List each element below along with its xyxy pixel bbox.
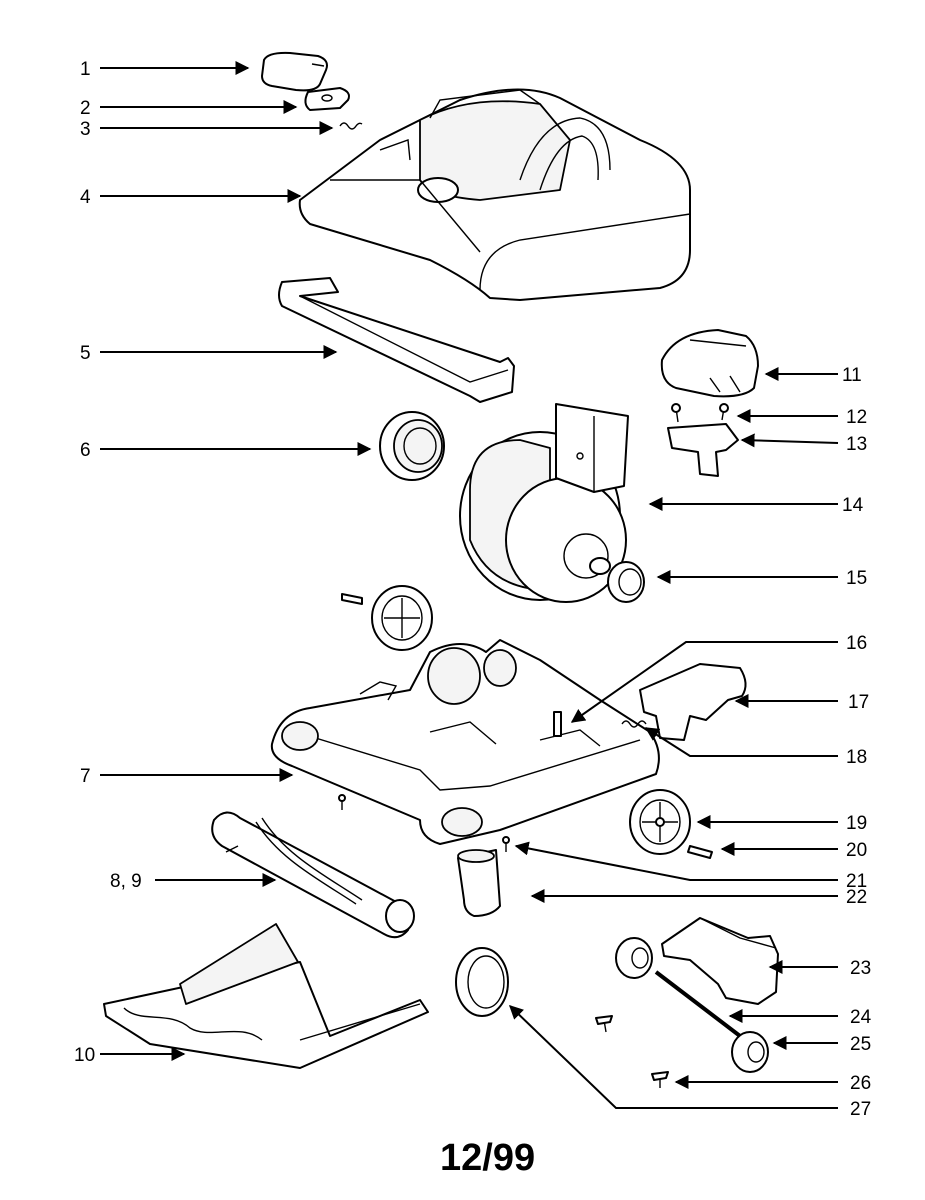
part-26-screws (595, 1015, 669, 1088)
part-12-screws (671, 403, 729, 423)
callout-26: 26 (850, 1073, 871, 1094)
part-10-bottom-plate (103, 923, 429, 1069)
part-6-ring (379, 411, 445, 481)
part-27-belt (455, 947, 509, 1017)
callout-20: 20 (846, 840, 867, 861)
part-3-clip (339, 122, 363, 130)
part-4-hood (298, 88, 691, 301)
callout-21: 21 (846, 871, 867, 892)
part-17-pedal (639, 663, 747, 741)
callout-13: 13 (846, 434, 867, 455)
callout-6: 6 (80, 440, 91, 461)
callout-15: 15 (846, 568, 867, 589)
part-14-motor (459, 403, 629, 603)
part-24-shaft (654, 970, 742, 1038)
callout-5: 5 (80, 343, 91, 364)
callout-22: 22 (846, 887, 867, 908)
part-11-housing (660, 329, 759, 398)
part-13-latch (667, 423, 739, 477)
callout-8-9: 8, 9 (110, 871, 142, 892)
part-25-rollers (615, 937, 769, 1073)
callout-23: 23 (850, 958, 871, 979)
part-5-bumper (278, 277, 515, 403)
callout-14: 14 (842, 495, 864, 516)
callout-4: 4 (80, 187, 91, 208)
callout-12: 12 (846, 407, 867, 428)
callout-24: 24 (850, 1007, 872, 1028)
callout-10: 10 (74, 1045, 95, 1066)
part-16-pin (553, 711, 562, 737)
callout-7: 7 (80, 766, 91, 787)
callout-1: 1 (80, 59, 91, 80)
part-22-duct (457, 849, 501, 917)
part-8-9-brushroll (211, 811, 415, 939)
callout-19: 19 (846, 813, 867, 834)
callout-17: 17 (848, 692, 869, 713)
part-15-ring (607, 561, 645, 603)
callout-labels: 1 2 3 4 5 6 7 8, 9 10 11 12 13 14 15 16 … (74, 59, 872, 1120)
callout-3: 3 (80, 119, 91, 140)
part-18-spring (621, 720, 647, 728)
part-19-wheel (629, 789, 691, 855)
part-1-cover-plate (261, 51, 328, 92)
part-20-axle-pin (687, 845, 713, 859)
callout-27: 27 (850, 1099, 871, 1120)
part-21-screw (502, 836, 510, 852)
leader-lines (100, 61, 839, 1109)
callout-2: 2 (80, 98, 91, 119)
callout-18: 18 (846, 747, 867, 768)
callout-11: 11 (842, 365, 862, 386)
base-screw (338, 794, 346, 810)
callout-25: 25 (850, 1034, 871, 1055)
part-2-filter-disc (304, 87, 350, 111)
upper-left-wheel (341, 585, 433, 651)
callout-16: 16 (846, 633, 867, 654)
date-code: 12/99 (440, 1137, 535, 1179)
part-7-base (270, 639, 660, 845)
part-23-cover (661, 917, 779, 1005)
